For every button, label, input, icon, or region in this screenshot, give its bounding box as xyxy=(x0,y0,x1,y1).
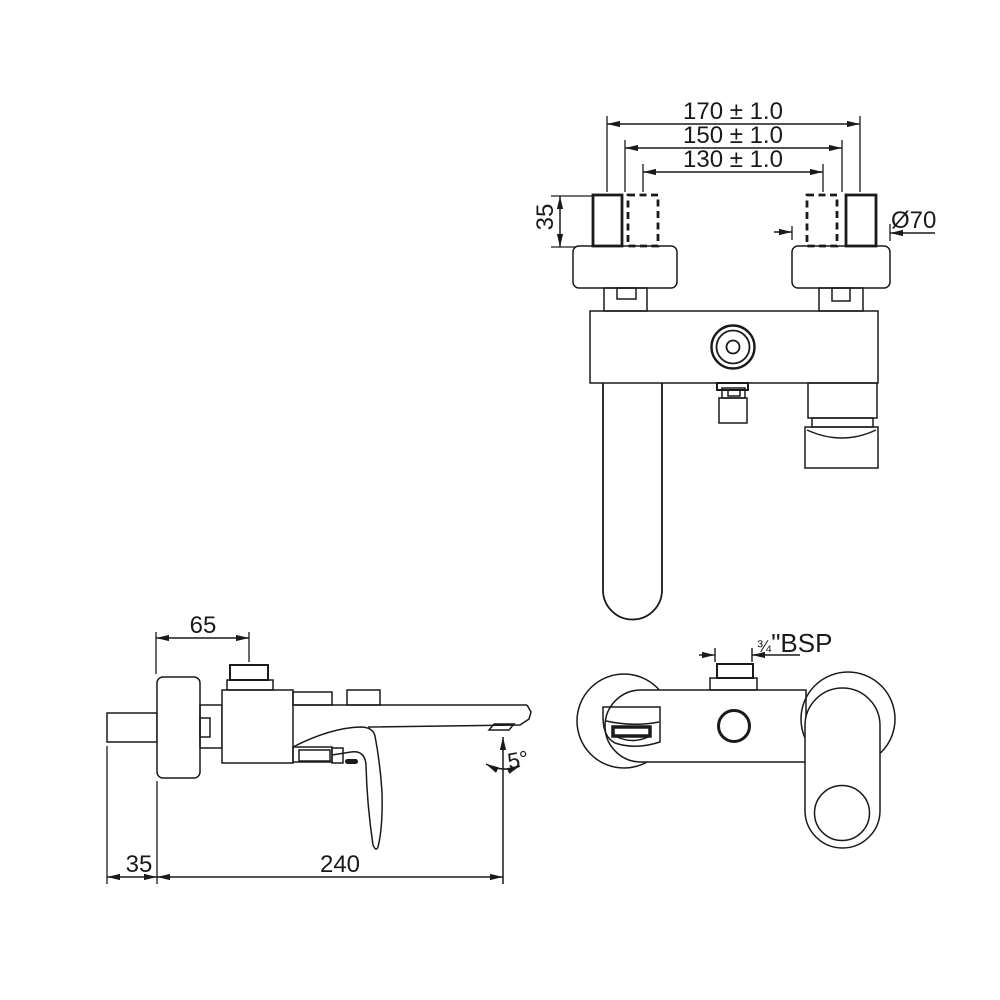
dim-text-35-side: 35 xyxy=(126,851,153,878)
plate-notch xyxy=(199,717,211,738)
right-neck-tab xyxy=(831,287,851,302)
front-view xyxy=(551,116,935,621)
dim-text-240: 240 xyxy=(320,851,360,878)
dim-text-dia70: Ø70 xyxy=(891,207,936,234)
dim-text-angle-5: 5° xyxy=(506,746,531,774)
plan-port-circle xyxy=(717,709,751,743)
bsp-fitting-top-plan xyxy=(716,663,754,679)
left-neck-tab xyxy=(616,287,637,300)
spout-arm xyxy=(292,689,532,731)
angle-arc xyxy=(485,763,521,774)
dim-text-170: 170 ± 1.0 xyxy=(683,98,783,125)
side-view xyxy=(106,632,532,884)
dim-text-130: 130 ± 1.0 xyxy=(683,146,783,173)
spout-tube xyxy=(602,383,663,621)
plan-handle-end-circle xyxy=(813,784,871,842)
right-inlet-pipe-dashed xyxy=(805,193,839,248)
aerator-slot xyxy=(487,723,516,731)
side-dimension-lines xyxy=(107,634,521,884)
cartridge-block xyxy=(221,689,294,764)
left-escutcheon xyxy=(572,245,678,289)
diverter-knob xyxy=(710,324,756,370)
wall-supply-pipe xyxy=(106,712,158,743)
dim-text-65: 65 xyxy=(190,612,217,639)
mixer-body xyxy=(589,310,879,384)
front-dimension-lines xyxy=(556,120,935,247)
bsp-fitting-top-side xyxy=(229,664,269,681)
right-inlet-pipe-solid xyxy=(844,193,878,248)
left-inlet-pipe-solid xyxy=(591,193,624,248)
plan-handle xyxy=(804,687,881,849)
lever-handle xyxy=(292,726,383,850)
dim-text-150: 150 ± 1.0 xyxy=(683,122,783,149)
bsp-suffix: "BSP xyxy=(771,628,832,658)
dim-text-35-front: 35 xyxy=(532,204,559,231)
bsp-annotation-lines xyxy=(699,648,800,662)
right-neck xyxy=(818,287,864,312)
dim-text-bsp: ¾"BSP xyxy=(757,628,832,658)
wall-plate xyxy=(156,676,201,779)
handle-set-screw xyxy=(345,759,358,764)
bottom-outlet-fitting xyxy=(716,382,749,424)
plate-flange xyxy=(199,704,223,749)
right-escutcheon xyxy=(791,245,891,289)
dimension-labels: 170 ± 1.0 150 ± 1.0 130 ± 1.0 35 Ø70 65 … xyxy=(126,98,937,878)
left-inlet-pipe-dashed xyxy=(626,193,660,248)
plan-spout-opening xyxy=(602,706,661,747)
bsp-fraction: ¾ xyxy=(757,637,772,656)
front-handle xyxy=(804,382,879,469)
bsp-fitting-base-plan xyxy=(709,677,758,691)
plan-view xyxy=(576,648,896,849)
bsp-fitting-base-side xyxy=(226,679,274,691)
